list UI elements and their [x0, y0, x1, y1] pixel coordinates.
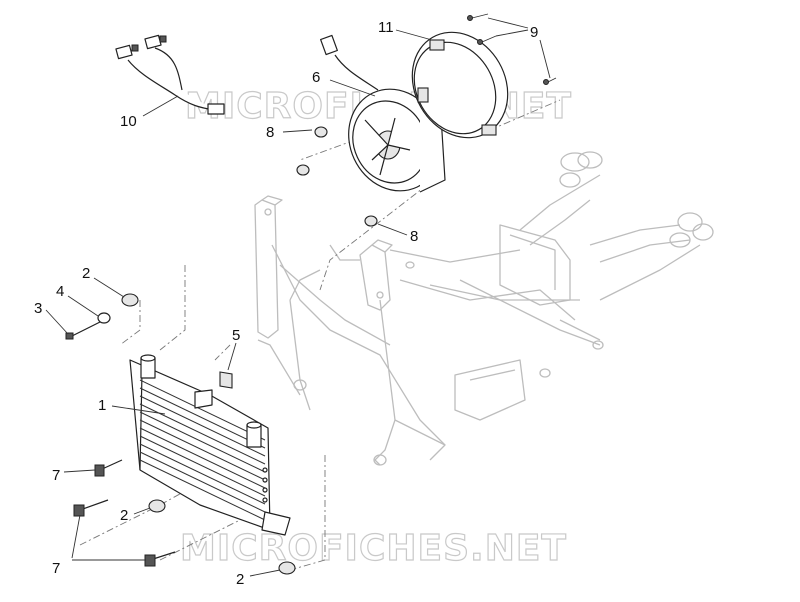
wiring-harness	[115, 34, 225, 115]
callout-7-lower: 7	[52, 560, 60, 577]
grommets	[296, 126, 378, 227]
callout-10: 10	[120, 113, 137, 130]
callout-2-lower: 2	[236, 571, 244, 588]
cooling-fan	[320, 34, 446, 193]
leader-lines	[45, 17, 551, 577]
assembly-lines	[79, 99, 561, 571]
callout-8-upper: 8	[266, 124, 274, 141]
callout-2-middle: 2	[120, 507, 128, 524]
callout-labels: 11 9 6 10 8 8 2 4 3 5 1 7 2 7 2	[34, 19, 538, 588]
frame-assembly	[254, 151, 714, 466]
fasteners-upper	[65, 293, 139, 340]
callout-7-upper: 7	[52, 467, 60, 484]
fan-shroud	[411, 31, 509, 139]
callout-2-upper: 2	[82, 265, 90, 282]
callout-6: 6	[312, 69, 320, 86]
callout-3: 3	[34, 300, 42, 317]
callout-9: 9	[530, 24, 538, 41]
callout-4: 4	[56, 283, 64, 300]
callout-11: 11	[378, 19, 394, 36]
oil-cooler	[129, 354, 291, 536]
fasteners-lower	[73, 459, 296, 575]
callout-1: 1	[98, 397, 106, 414]
callout-8-lower: 8	[410, 228, 418, 245]
callout-5: 5	[232, 327, 240, 344]
clip-nut	[219, 371, 233, 389]
screws	[467, 13, 557, 85]
watermark-bottom: MICROFICHES.NET	[180, 528, 567, 569]
